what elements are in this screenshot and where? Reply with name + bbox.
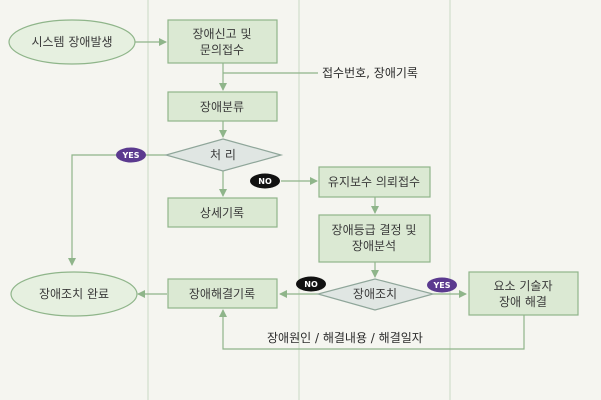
- report-node-label-2: 문의접수: [200, 43, 244, 57]
- start-node: [8, 19, 136, 65]
- done-node: [10, 271, 138, 317]
- expert-node-label-1: 요소 기술자: [493, 279, 552, 293]
- record-detail-node: [167, 197, 278, 228]
- done-node-label: 장애조치 완료: [39, 287, 109, 301]
- maintenance-node: [318, 166, 431, 198]
- no-badge-action: [296, 276, 326, 292]
- cause-note: 장애원인 / 해결내용 / 해결일자: [267, 331, 423, 345]
- expert-node: [468, 271, 579, 316]
- expert-node-label-2: 장애 해결: [499, 295, 547, 309]
- receipt-note: 접수번호, 장애기록: [322, 66, 418, 80]
- yes-badge-action: [427, 277, 457, 293]
- start-node-label: 시스템 장애발생: [31, 35, 112, 49]
- yes-badge-process-label: YES: [121, 151, 139, 160]
- report-node-label-1: 장애신고 및: [192, 27, 251, 41]
- no-badge-action-label: NO: [304, 280, 318, 289]
- process-decision-label: 처 리: [210, 148, 236, 162]
- action-decision-label: 장애조치: [353, 287, 397, 301]
- report-node: [167, 19, 278, 64]
- maintenance-node-label: 유지보수 의뢰접수: [328, 175, 420, 189]
- resolve-record-node-label: 장애해결기록: [189, 287, 255, 301]
- yes-badge-action-label: YES: [432, 281, 450, 290]
- action-decision: [315, 278, 436, 311]
- classify-node: [167, 91, 278, 122]
- grade-node: [318, 214, 431, 263]
- no-badge-process-label: NO: [258, 177, 272, 186]
- record-detail-node-label: 상세기록: [200, 206, 244, 220]
- yes-badge-process: [116, 147, 146, 163]
- edge-process-yes-to-done: [68, 154, 166, 266]
- edge-expert-to-record: [219, 309, 525, 350]
- grade-node-label-1: 장애등급 결정 및: [332, 223, 417, 237]
- no-badge-process: [250, 173, 280, 189]
- classify-node-label: 장애분류: [200, 100, 244, 114]
- process-decision: [163, 138, 284, 172]
- resolve-record-node: [167, 278, 278, 309]
- grade-node-label-2: 장애분석: [352, 239, 396, 253]
